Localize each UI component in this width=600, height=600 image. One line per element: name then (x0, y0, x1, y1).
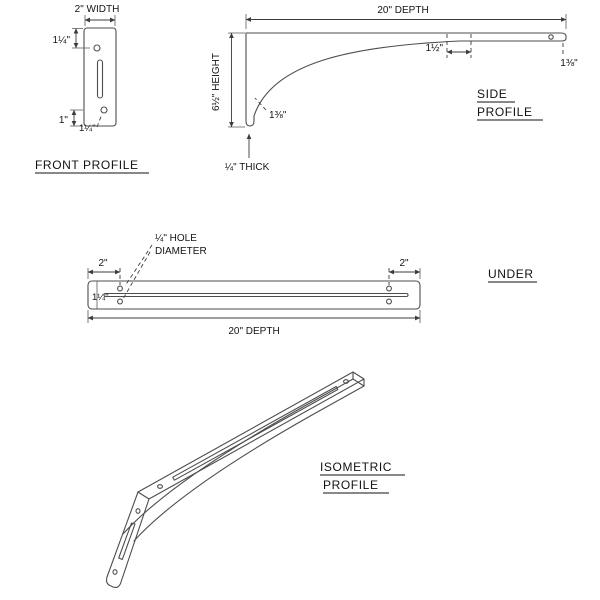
side-profile-title-line1: SIDE (477, 87, 507, 101)
front-bottom-offset-label: 1" (59, 115, 69, 126)
under-hole-note-line1: ¼" HOLE (155, 232, 197, 244)
iso-arm-tip-hole (343, 379, 349, 384)
under-depth-extension-lines (87, 310, 421, 323)
side-flat-label: 1½" (426, 43, 444, 54)
side-tip-thickness-label: 1⅜" (560, 58, 578, 69)
iso-leg-bottom-hole (112, 569, 118, 575)
side-leg-leader (254, 97, 267, 111)
side-bracket-outline (245, 32, 567, 127)
side-height-extension-lines (228, 32, 245, 128)
side-height-label: 6½" HEIGHT (211, 53, 222, 111)
under-hole-note-line2: DIAMETER (155, 246, 207, 257)
iso-leg-face (105, 491, 150, 588)
side-depth-extension-lines (245, 14, 567, 29)
under-arm-outline (87, 280, 421, 310)
iso-arm-rear-hole (157, 484, 163, 489)
iso-arm-underside-edges (300, 378, 365, 416)
side-depth-label: 20" DEPTH (377, 5, 428, 16)
front-hole-inset-label: 1¼" (79, 123, 96, 134)
under-left-bottom-hole (117, 298, 123, 305)
front-width-dimension-label: 2" WIDTH (75, 4, 120, 15)
isometric-title-line1: ISOMETRIC (320, 460, 392, 474)
front-hole-inset-leader (96, 113, 103, 128)
iso-arm-slot (172, 385, 339, 481)
under-depth-label: 20" DEPTH (228, 326, 279, 337)
side-profile-view: 20" DEPTH 6½" HEIGHT 1½" 1⅜" 1⅜" ¼" THIC… (211, 5, 578, 173)
under-view-title: UNDER (488, 267, 534, 281)
isometric-view: ISOMETRIC PROFILE (105, 371, 405, 588)
iso-leg-top-hole (135, 508, 141, 514)
iso-leg-slot (118, 522, 136, 561)
front-top-offset-extension-lines (72, 28, 90, 49)
front-plate-outline (83, 27, 117, 127)
side-flat-extension-lines (446, 34, 472, 58)
isometric-title-line2: PROFILE (323, 478, 379, 492)
iso-arm-tip-end (352, 371, 365, 387)
under-right-offset-label: 2" (399, 258, 409, 269)
front-top-hole (93, 44, 101, 52)
side-thickness-label: ¼" THICK (225, 161, 270, 173)
front-top-offset-label: 1¼" (53, 34, 71, 46)
under-view: ¼" HOLE DIAMETER 2" 2" 1¼" 20" DEPTH UND… (87, 232, 537, 337)
front-profile-title: FRONT PROFILE (35, 158, 139, 172)
front-profile-view: 2" WIDTH 1¼" 1" 1¼" FRONT PROFILE (35, 4, 149, 174)
front-width-extension-lines (84, 15, 116, 26)
side-leg-label: 1⅜" (269, 110, 287, 121)
under-left-top-hole (117, 285, 123, 292)
iso-gusset-curves (122, 407, 313, 542)
front-bottom-hole (100, 106, 108, 114)
under-hole-spacing-label: 1¼" (92, 292, 109, 303)
under-right-top-hole (386, 285, 392, 292)
front-slot (96, 59, 104, 99)
under-center-slot (103, 292, 409, 298)
side-profile-title-line2: PROFILE (477, 105, 533, 119)
under-left-offset-label: 2" (98, 258, 108, 269)
side-tip-hole (548, 34, 554, 40)
under-hole-note-leaders (122, 244, 153, 300)
under-right-bottom-hole (386, 298, 392, 305)
